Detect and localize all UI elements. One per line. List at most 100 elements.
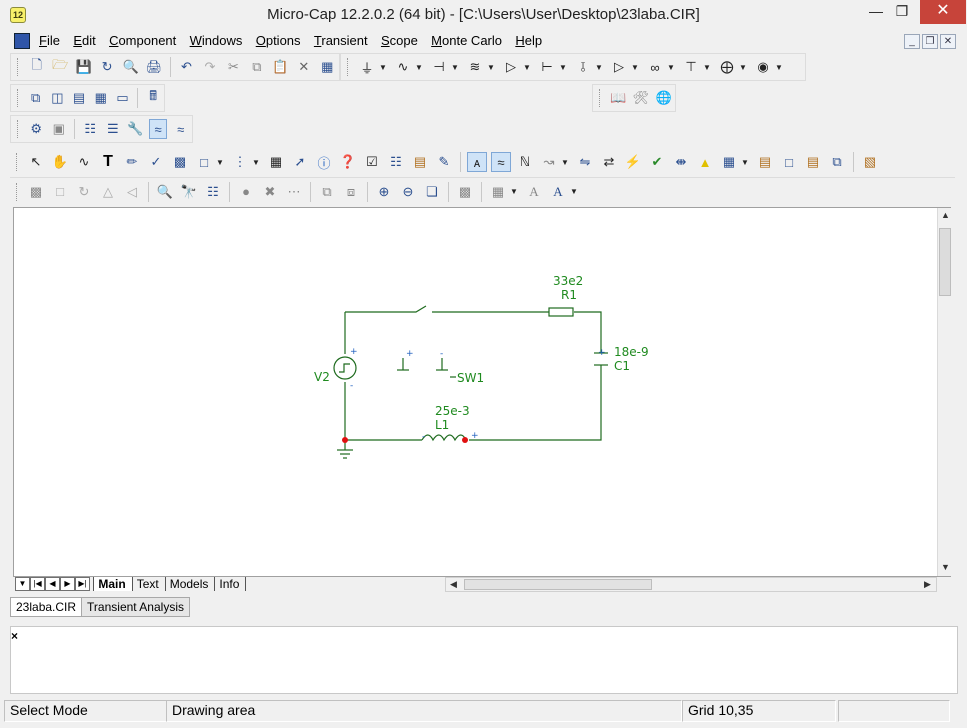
bjt-component-icon[interactable]: ⊢ bbox=[541, 59, 553, 74]
select-mode-icon[interactable]: ↖ bbox=[30, 154, 42, 169]
warning-icon[interactable]: ▲ bbox=[698, 154, 712, 170]
sheet-tab-main[interactable]: Main bbox=[93, 577, 133, 591]
scroll-up-arrow-icon[interactable]: ▲ bbox=[941, 210, 950, 220]
sw1-name-label[interactable]: SW1 bbox=[457, 371, 484, 385]
output-pane[interactable] bbox=[10, 626, 958, 694]
toolbar-grip[interactable] bbox=[347, 58, 350, 76]
scroll-down-arrow-icon[interactable]: ▼ bbox=[941, 562, 950, 572]
limits-icon[interactable]: ☰ bbox=[106, 121, 119, 136]
pin-icon[interactable]: ➚ bbox=[294, 154, 306, 169]
schematic-canvas[interactable]: + - + - + - + 33e2 R1 18e-9 C1 V2 SW1 25… bbox=[13, 207, 951, 577]
print-icon[interactable]: 🖨 bbox=[145, 59, 163, 74]
menu-monte-carlo[interactable]: Monte Carlo bbox=[431, 33, 502, 48]
grid-icon[interactable]: ▦ bbox=[722, 154, 736, 169]
maximize-button[interactable]: ❐ bbox=[895, 3, 909, 19]
close-button[interactable]: ✕ bbox=[920, 0, 966, 24]
macro-icon[interactable]: ▧ bbox=[863, 154, 877, 169]
node-numbers-icon[interactable]: ⋮ bbox=[233, 154, 247, 169]
flip-icon[interactable]: ◁ bbox=[127, 183, 137, 199]
last-tab-icon[interactable]: ▶| bbox=[75, 577, 90, 591]
diode-component-icon[interactable]: ▷ bbox=[506, 59, 516, 74]
menu-help[interactable]: Help bbox=[515, 33, 543, 48]
run-analysis-icon[interactable]: ⚙ bbox=[30, 121, 42, 136]
pin-connection-icon[interactable]: ⇼ bbox=[675, 154, 687, 169]
v2-name-label[interactable]: V2 bbox=[314, 370, 330, 384]
ground-symbol[interactable] bbox=[337, 449, 353, 459]
power-icon[interactable]: ↝ bbox=[543, 154, 555, 169]
inductor-l1[interactable] bbox=[421, 434, 467, 442]
toolbar-grip[interactable] bbox=[599, 89, 602, 107]
select-all-icon[interactable]: ▦ bbox=[321, 59, 334, 74]
calculator-icon[interactable]: 🖩 bbox=[149, 88, 158, 103]
resistor-component-icon[interactable]: ∿ bbox=[397, 59, 409, 74]
group-icon[interactable]: ⧉ bbox=[322, 183, 332, 199]
text-mode-icon[interactable]: T bbox=[103, 153, 113, 170]
help-icon[interactable]: 🛠 bbox=[632, 90, 650, 105]
switch-control-right[interactable] bbox=[436, 358, 456, 378]
zoom-fit-icon[interactable]: ❏ bbox=[426, 183, 438, 199]
switch-control-left[interactable] bbox=[397, 358, 409, 371]
vertical-scrollbar[interactable]: ▲ ▼ bbox=[937, 208, 951, 576]
mdi-minimize-button[interactable]: _ bbox=[904, 34, 920, 49]
show-node-voltage-icon[interactable]: ≈ bbox=[491, 152, 511, 172]
layout-icon[interactable]: ▦ bbox=[491, 183, 505, 199]
mirror-icon[interactable]: △ bbox=[103, 183, 113, 199]
bus-icon[interactable]: ▩ bbox=[173, 154, 187, 169]
r1-name-label[interactable]: R1 bbox=[561, 288, 577, 302]
edit-props-icon[interactable]: ✎ bbox=[438, 154, 450, 169]
print-preview-icon[interactable]: 🔍 bbox=[122, 59, 139, 74]
menu-component[interactable]: Component bbox=[109, 33, 177, 48]
wire[interactable] bbox=[469, 365, 602, 441]
tab-dropdown-icon[interactable]: ▼ bbox=[15, 577, 30, 591]
capacitor-c1[interactable] bbox=[594, 352, 608, 366]
checkbox-icon[interactable]: ☑ bbox=[366, 154, 378, 169]
menu-transient[interactable]: Transient bbox=[313, 33, 368, 48]
plot-icon[interactable]: ≈ bbox=[148, 119, 168, 139]
opamp-component-icon[interactable]: ▷ bbox=[614, 59, 624, 74]
question-icon[interactable]: ❓ bbox=[339, 154, 357, 169]
camera-icon[interactable]: ▩ bbox=[458, 183, 472, 199]
tools-icon[interactable]: 🔧 bbox=[127, 121, 144, 136]
menu-options[interactable]: Options bbox=[255, 33, 301, 48]
wire[interactable] bbox=[574, 311, 602, 353]
document-menu-icon[interactable] bbox=[14, 33, 30, 49]
battery-component-icon[interactable]: ⊤ bbox=[685, 59, 697, 74]
mosfet-component-icon[interactable]: ⫱ bbox=[580, 59, 586, 74]
inductor-component-icon[interactable]: ≋ bbox=[469, 59, 481, 74]
copy-icon[interactable]: ⧉ bbox=[252, 59, 262, 74]
table-icon[interactable]: ▤ bbox=[413, 154, 427, 169]
maximize-window-icon[interactable]: ▭ bbox=[116, 90, 129, 105]
find-text-icon[interactable]: 🔍 bbox=[156, 183, 174, 199]
wire-mode-icon[interactable]: ∿ bbox=[78, 154, 90, 169]
ground-component-icon[interactable]: ⏚ bbox=[360, 60, 374, 76]
properties-icon[interactable]: ☷ bbox=[390, 154, 402, 169]
revert-icon[interactable]: ↻ bbox=[101, 59, 113, 74]
text-style-icon[interactable]: A bbox=[553, 183, 563, 199]
transformer-component-icon[interactable]: ∞ bbox=[650, 59, 660, 75]
replace-icon[interactable]: ☷ bbox=[207, 183, 219, 199]
more-icon[interactable]: ⋯ bbox=[287, 183, 301, 199]
scroll-right-arrow-icon[interactable]: ▶ bbox=[924, 579, 931, 589]
capacitor-component-icon[interactable]: ⊣ bbox=[433, 59, 445, 74]
vertical-scroll-thumb[interactable] bbox=[939, 228, 951, 296]
zoom-in-icon[interactable]: ⊕ bbox=[378, 183, 390, 199]
step-icon[interactable]: ● bbox=[242, 184, 250, 199]
delete-icon[interactable]: ✕ bbox=[298, 59, 310, 74]
current-source-component-icon[interactable]: ⨁ bbox=[720, 59, 734, 74]
show-attribute-text-icon[interactable]: ᴀ bbox=[467, 152, 487, 172]
menu-scope[interactable]: Scope bbox=[380, 33, 418, 48]
shapes-icon[interactable]: □ bbox=[200, 154, 208, 170]
voltage-source-component-icon[interactable]: ◉ bbox=[757, 59, 769, 74]
scroll-left-arrow-icon[interactable]: ◀ bbox=[450, 579, 457, 589]
lightning-icon[interactable]: ⚡ bbox=[624, 154, 642, 169]
output-close-icon[interactable]: × bbox=[11, 629, 19, 643]
grid-text-icon[interactable]: ▦ bbox=[269, 154, 283, 169]
toolbar-grip[interactable] bbox=[17, 89, 20, 107]
wire[interactable] bbox=[344, 382, 422, 441]
save-icon[interactable]: 💾 bbox=[75, 59, 92, 74]
title-block-icon[interactable]: ▤ bbox=[758, 154, 772, 169]
page-icon[interactable]: □ bbox=[785, 154, 793, 170]
border-icon[interactable]: ▤ bbox=[806, 154, 820, 169]
r1-value-label[interactable]: 33e2 bbox=[553, 274, 583, 288]
pan-mode-icon[interactable]: ✋ bbox=[51, 154, 69, 169]
